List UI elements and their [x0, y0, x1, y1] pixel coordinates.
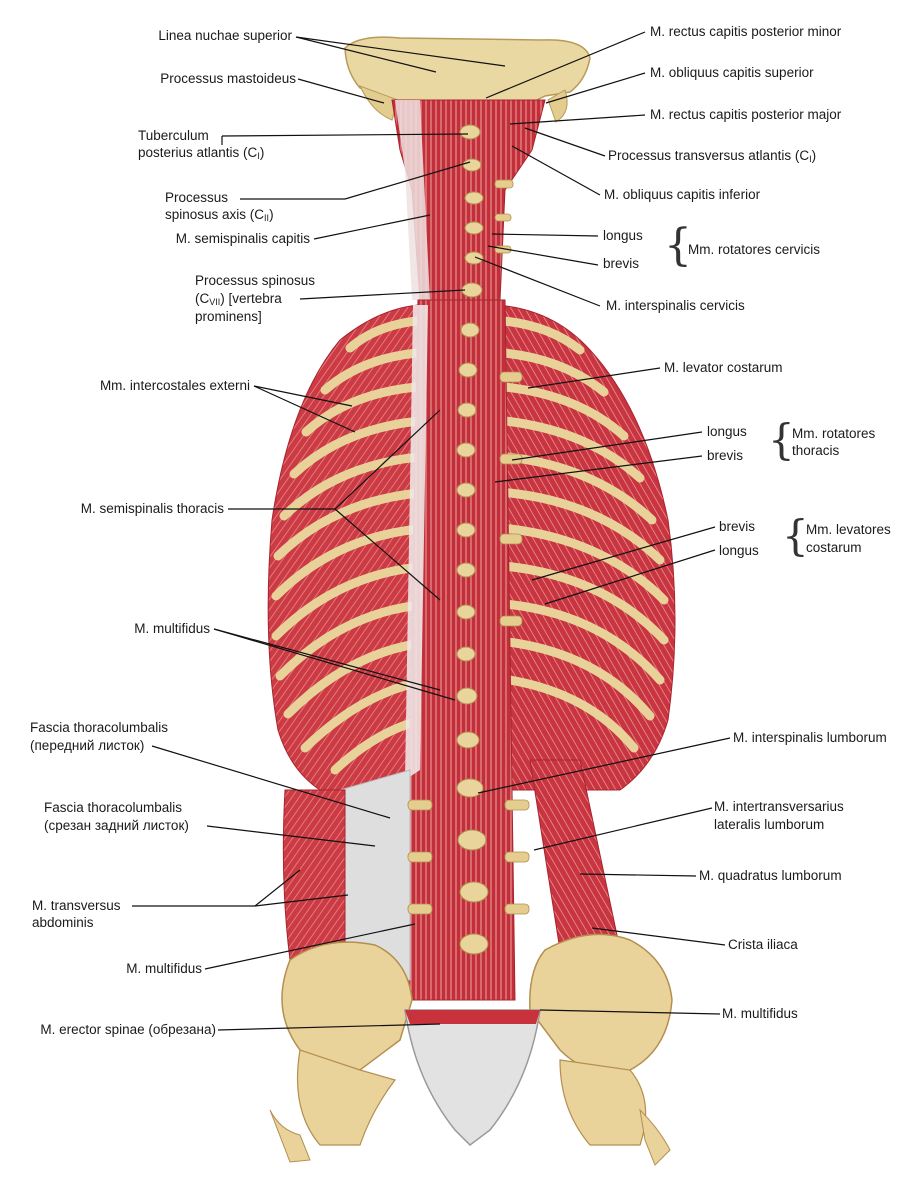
mastoid-left — [359, 85, 399, 121]
label-processus-spinosus-axis-line1: Processus — [165, 190, 229, 205]
label-fascia-anterior-line2: (передний листок) — [30, 738, 145, 753]
label-intertransversarius-line2: lateralis lumborum — [714, 817, 825, 832]
label-intercostales-externi: Mm. intercostales externi — [99, 378, 250, 393]
label-proc-spin-axis-sub: II — [264, 213, 270, 223]
label-brevis-levatores: brevis — [719, 519, 756, 534]
label-proc-transv-text: Processus transversus atlantis (C — [608, 148, 810, 163]
femur-left — [269, 1109, 311, 1163]
label-erector-spinae: M. erector spinae (обрезана) — [40, 1022, 216, 1037]
femur-right — [639, 1108, 671, 1166]
label-longus-cervicis: longus — [603, 228, 643, 243]
label-levatores-costarum-line2: costarum — [806, 540, 862, 555]
label-c7-sub: VII — [209, 297, 221, 307]
label-c7-text: ) [vertebra — [220, 291, 282, 306]
label-linea-nuchae-superior: Linea nuchae superior — [158, 28, 292, 43]
label-fascia-anterior-line1: Fascia thoracolumbalis — [30, 720, 169, 735]
label-semispinalis-thoracis: M. semispinalis thoracis — [80, 501, 224, 516]
iliac-right — [529, 933, 673, 1074]
label-tuberculum-line2: posterius atlantis (CI) — [138, 145, 264, 164]
label-rotatores-cervicis: Mm. rotatores cervicis — [688, 242, 821, 257]
label-intertransversarius-line1: M. intertransversarius — [714, 799, 844, 814]
ribs-right — [485, 315, 669, 753]
label-rotatores-thoracis-line2: thoracis — [792, 443, 840, 458]
label-crista-iliaca: Crista iliaca — [728, 937, 798, 952]
sacrum — [404, 1009, 541, 1146]
ischium-left — [296, 1049, 397, 1146]
label-processus-transversus-atlantis: Processus transversus atlantis (CI) — [608, 148, 816, 167]
label-longus-levatores: longus — [719, 543, 759, 558]
label-brevis-cervicis: brevis — [603, 256, 640, 271]
label-longus-thoracis: longus — [707, 424, 747, 439]
label-processus-mastoideus: Processus mastoideus — [160, 71, 296, 86]
brace-levatores-costarum: { — [782, 511, 809, 560]
skull-base — [344, 36, 591, 109]
erector-stump — [405, 1010, 540, 1024]
label-rectus-capitis-posterior-major: M. rectus capitis posterior major — [650, 107, 842, 122]
label-processus-spinosus-c7-line2: (CVII) [vertebra — [195, 291, 282, 310]
label-proc-spin-axis-close: ) — [269, 207, 274, 222]
label-processus-spinosus-c7-line1: Processus spinosus — [195, 273, 316, 288]
label-tuberculum-close: ) — [259, 145, 265, 160]
label-c7-open: (C — [195, 291, 210, 306]
leader-lines — [132, 31, 731, 1031]
label-multifidus-lower: M. multifidus — [126, 961, 202, 976]
label-interspinalis-lumborum: M. interspinalis lumborum — [733, 730, 887, 745]
label-fascia-posterior-line2: (срезан задний листок) — [44, 818, 189, 833]
label-interspinalis-cervicis: M. interspinalis cervicis — [606, 298, 745, 313]
label-quadratus-lumborum: M. quadratus lumborum — [699, 868, 842, 883]
label-processus-spinosus-axis-line2: spinosus axis (CII) — [165, 207, 274, 226]
label-proc-transv-sub: I — [809, 154, 812, 164]
vertebrae — [456, 124, 489, 955]
iliac-left — [281, 941, 413, 1074]
brace-rotatores-thoracis: { — [768, 415, 795, 464]
label-rectus-capitis-posterior-minor: M. rectus capitis posterior minor — [650, 24, 842, 39]
ischium-right — [559, 1059, 647, 1146]
label-levatores-costarum-line1: Mm. levatores — [806, 522, 891, 537]
label-proc-transv-close: ) — [811, 148, 817, 163]
label-transversus-abdominis-line2: abdominis — [32, 915, 94, 930]
label-tuberculum-line2-text: posterius atlantis (C — [138, 145, 258, 160]
label-fascia-posterior-line1: Fascia thoracolumbalis — [44, 800, 183, 815]
label-obliquus-capitis-superior: M. obliquus capitis superior — [650, 65, 814, 80]
label-obliquus-capitis-inferior: M. obliquus capitis inferior — [604, 187, 761, 202]
label-multifidus-right: M. multifidus — [722, 1006, 798, 1021]
label-processus-spinosus-c7-line3: prominens] — [195, 309, 262, 324]
brace-rotatores-cervicis: { — [664, 220, 692, 271]
label-semispinalis-capitis: M. semispinalis capitis — [175, 231, 310, 246]
label-rotatores-thoracis-line1: Mm. rotatores — [792, 426, 876, 441]
label-transversus-abdominis-line1: M. transversus — [32, 898, 121, 913]
label-proc-spin-axis-text: spinosus axis (C — [165, 207, 265, 222]
label-tuberculum-line1: Tuberculum — [138, 128, 209, 143]
transversus-abdominis — [282, 789, 346, 961]
neck-light-fascia — [395, 100, 430, 300]
label-multifidus-upper: M. multifidus — [134, 621, 210, 636]
label-levator-costarum: M. levator costarum — [664, 360, 783, 375]
label-brevis-thoracis: brevis — [707, 448, 744, 463]
spinal-light-column — [405, 305, 428, 780]
label-tuberculum-sub: I — [257, 151, 260, 161]
